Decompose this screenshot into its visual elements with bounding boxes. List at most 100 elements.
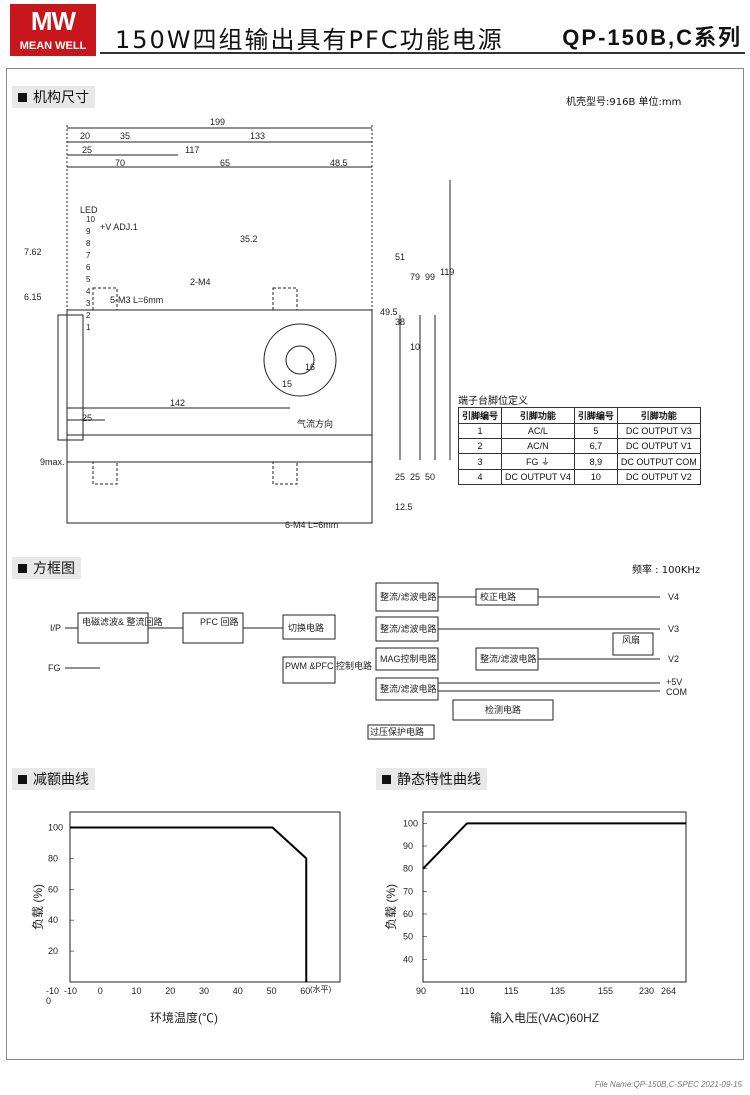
airflow-label: 气流方向: [297, 418, 333, 429]
derating-xtick: 40: [233, 986, 243, 996]
dim-119: 119: [440, 267, 454, 277]
static-ytick: 100: [403, 818, 418, 828]
logo-mw-mark: MW: [30, 6, 76, 36]
dim-51: 51: [395, 252, 405, 262]
side-m4-note: 6-M4 L=6mm: [285, 520, 338, 530]
output-v3: V3: [668, 624, 679, 634]
derating-ytick: 20: [48, 946, 58, 956]
case-info: 机壳型号:916B 单位:mm: [566, 97, 682, 108]
top-view-body: [66, 309, 373, 463]
output-com: COM: [666, 687, 687, 697]
derating-xtick: 20: [165, 986, 175, 996]
derating-ytick: 60: [48, 884, 58, 894]
dim-142: 142: [170, 398, 185, 408]
dim-133: 133: [250, 131, 265, 141]
dim-side-50: 50: [425, 472, 435, 482]
frequency-note: 频率 : 100KHz: [632, 565, 701, 576]
dim-48-5: 48.5: [330, 158, 348, 168]
dim-20: 20: [80, 131, 90, 141]
dim-199: 199: [210, 117, 225, 127]
side-view-body: [66, 434, 373, 524]
svg-text:6: 6: [86, 263, 91, 272]
detect-label: 检测电路: [485, 704, 521, 715]
derating-xtick: 30: [199, 986, 209, 996]
pin-header: 引脚编号: [573, 407, 618, 424]
static-ylabel: 负载 (%): [385, 884, 398, 930]
derating-xtick: 50: [267, 986, 277, 996]
dim-9max: 9max.: [40, 457, 65, 467]
section-block-heading: 方框图: [12, 557, 81, 579]
derating-ytick: 40: [48, 915, 58, 925]
detect-block: [452, 699, 554, 721]
dim-12-5: 12.5: [395, 502, 413, 512]
static-series-line: [422, 822, 686, 870]
pfc-label: PFC 回路: [200, 616, 239, 627]
derating-ytick: 100: [48, 822, 63, 832]
static-ytick: 80: [403, 864, 413, 874]
rect-block-4: [375, 677, 439, 701]
ip-label: I/P: [50, 623, 61, 633]
static-ytick: 90: [403, 841, 413, 851]
dim-side-25: 25: [82, 413, 92, 423]
derating-xlabel: 环境温度(℃): [150, 1010, 218, 1025]
static-xtick: 155: [598, 986, 613, 996]
dim-35: 35: [120, 131, 130, 141]
section-derating-heading: 减额曲线: [12, 768, 95, 790]
derating-plot-frame: [69, 811, 341, 983]
regulate-label: 校正电路: [480, 591, 516, 602]
rect1-label: 整流/滤波电路: [380, 591, 437, 602]
section-mech-heading: 机构尺寸: [12, 86, 95, 108]
led-label: LED: [80, 205, 98, 215]
pin-header: 引脚功能: [501, 407, 575, 424]
block-diagram: I/P FG 电磁滤波& 整流回路 PFC 回路 切换电路 PWM &PFC 控…: [48, 582, 687, 740]
footer-file-info: File Name:QP-150B,C-SPEC 2021-09-15: [594, 1080, 742, 1089]
derating-ytick: 80: [48, 853, 58, 863]
derating-extra-tick: -10: [46, 986, 59, 996]
page-title: 150W四组输出具有PFC功能电源: [115, 26, 504, 54]
static-xtick: 110: [460, 986, 474, 996]
output-5v: +5V: [666, 677, 682, 687]
model-name: QP-150B,C系列: [562, 25, 742, 50]
pwm-block: [282, 656, 336, 684]
dim-99: 99: [425, 272, 435, 282]
svg-text:4: 4: [86, 287, 91, 296]
header-divider: [100, 52, 745, 54]
dim-6-15: 6.15: [24, 292, 42, 302]
rect4-label: 整流/滤波电路: [380, 683, 437, 694]
static-ytick: 70: [403, 886, 413, 896]
rect2-label: 整流/滤波电路: [380, 623, 437, 634]
dim-79: 79: [410, 272, 420, 282]
static-xtick: 264: [661, 986, 676, 996]
ovp-label: 过压保护电路: [370, 726, 424, 737]
derating-xtick: 60: [300, 986, 310, 996]
output-v4: V4: [668, 592, 679, 602]
svg-text:1: 1: [86, 323, 91, 332]
svg-text:2: 2: [86, 311, 91, 320]
derating-xtick: -10: [64, 986, 77, 996]
dim-70: 70: [115, 158, 125, 168]
pin-header: 引脚编号: [457, 407, 503, 424]
derating-series-line: [70, 826, 308, 982]
svg-text:7: 7: [86, 251, 91, 260]
dim-16: 16: [305, 362, 315, 372]
dim-side-25a: 25: [395, 472, 405, 482]
rect3-label: 整流/滤波电路: [480, 653, 537, 664]
pwm-label: PWM &PFC 控制电路: [285, 660, 372, 671]
fg-label: FG: [48, 663, 61, 673]
derating-extra-tick: 0: [46, 996, 51, 1006]
pfc-block: [182, 612, 244, 644]
section-static-heading: 静态特性曲线: [376, 768, 487, 790]
static-xtick: 135: [550, 986, 565, 996]
logo-text: MEAN WELL: [19, 40, 87, 52]
mechanical-drawing: 199 20 35 133 25 117 70 65 48.5 35.2 51 …: [24, 117, 454, 530]
meanwell-logo: MW MEAN WELL: [10, 4, 96, 56]
derating-x-unit: (水平): [310, 984, 332, 994]
dim-15: 15: [282, 379, 292, 389]
terminal-pin-numbers: 10 9 8 7 6 5 4 3 2 1: [86, 215, 95, 332]
